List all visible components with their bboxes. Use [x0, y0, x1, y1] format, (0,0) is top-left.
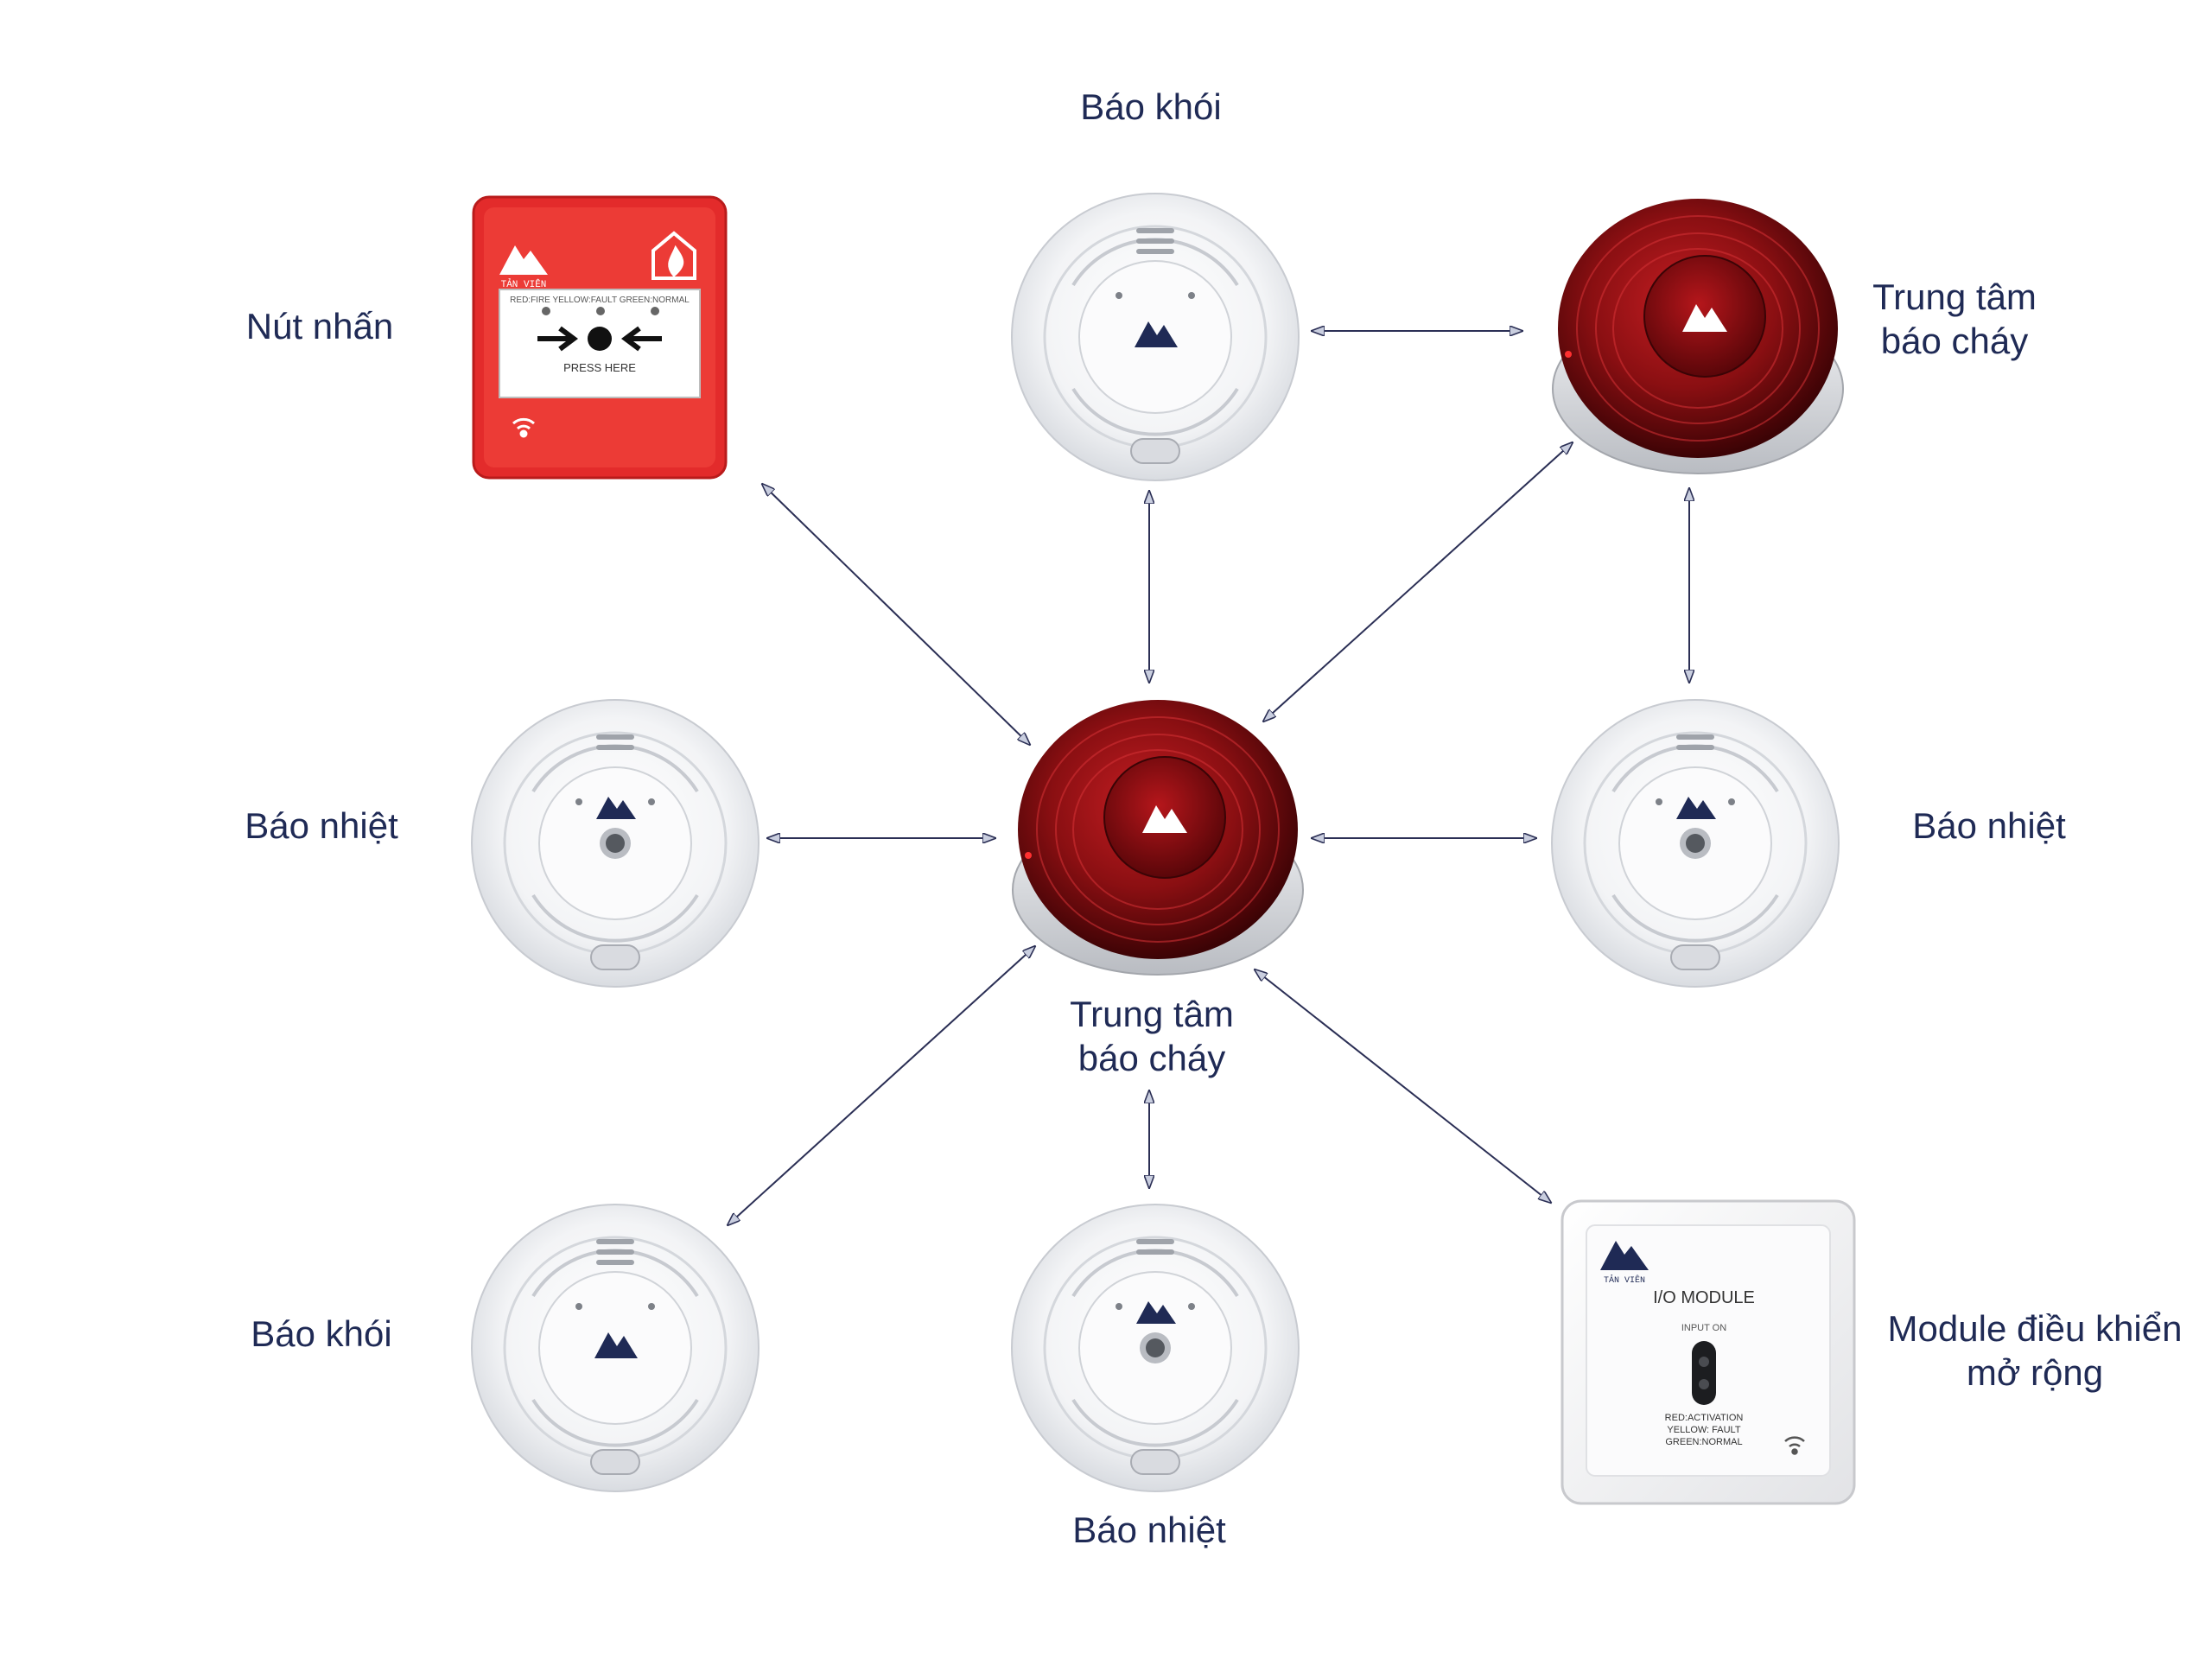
- label-heat-detector-right: Báo nhiệt: [1912, 805, 2066, 846]
- smoke-detector-top: [1010, 192, 1300, 482]
- label-io-module: Module điều khiển mở rộng: [1888, 1306, 2183, 1395]
- link-center-to-smoke-bottom: [728, 946, 1035, 1225]
- io-legend-yellow: YELLOW: FAULT: [1667, 1425, 1740, 1435]
- label-io-module-line1: Module điều khiển: [1887, 1308, 2183, 1349]
- mcp-indicator-text: RED:FIRE YELLOW:FAULT GREEN:NORMAL: [510, 296, 690, 305]
- label-control-panel-top-line2: báo cháy: [1880, 321, 2029, 362]
- label-control-panel-center: Trung tâm báo cháy: [1070, 992, 1234, 1080]
- control-panel-top: [1552, 198, 1844, 474]
- label-control-panel-center-line2: báo cháy: [1077, 1038, 1226, 1079]
- arrow-left-icon: [621, 326, 662, 352]
- heat-detector-right: [1550, 698, 1840, 988]
- smoke-detector-bottom: [470, 1203, 760, 1493]
- link-panel-top-to-center: [1263, 442, 1573, 721]
- io-brand-text: TẢN VIÊN: [1604, 1274, 1645, 1286]
- label-smoke-detector-bottom: Báo khói: [251, 1313, 392, 1354]
- label-io-module-line2: mở rộng: [1966, 1352, 2104, 1394]
- io-title-text: I/O MODULE: [1653, 1288, 1755, 1307]
- label-manual-call-point: Nút nhấn: [245, 306, 394, 346]
- label-heat-detector-left: Báo nhiệt: [245, 805, 398, 846]
- press-dot-icon: [588, 327, 612, 351]
- link-center-to-io-module: [1255, 969, 1551, 1203]
- mcp-press-text: PRESS HERE: [563, 361, 636, 374]
- label-control-panel-top-line1: Trung tâm: [1872, 276, 2037, 317]
- arrow-right-icon: [537, 326, 578, 352]
- io-legend-red: RED:ACTIVATION: [1665, 1413, 1744, 1423]
- wireless-icon: [512, 417, 535, 438]
- label-heat-detector-bottom: Báo nhiệt: [1072, 1510, 1226, 1550]
- io-input-text: INPUT ON: [1681, 1323, 1726, 1333]
- io-legend-green: GREEN:NORMAL: [1665, 1437, 1742, 1447]
- heat-detector-bottom: [1010, 1203, 1300, 1493]
- control-panel-center: [1012, 699, 1304, 976]
- house-fire-icon: [652, 231, 696, 280]
- heat-detector-left: [470, 698, 760, 988]
- link-mcp-to-center: [762, 484, 1030, 745]
- label-control-panel-center-line1: Trung tâm: [1070, 994, 1234, 1034]
- mcp-brand-text: TẢN VIÊN: [501, 278, 547, 290]
- label-smoke-detector-top: Báo khói: [1080, 86, 1222, 127]
- io-module-device: TẢN VIÊN I/O MODULE INPUT ON RED:ACTIVAT…: [1560, 1199, 1856, 1505]
- manual-call-point-device: TẢN VIÊN RED:FIRE YELLOW:FAULT GREEN:NOR…: [472, 195, 728, 480]
- label-control-panel-top: Trung tâm báo cháy: [1872, 275, 2037, 363]
- io-wireless-icon: [1784, 1436, 1805, 1455]
